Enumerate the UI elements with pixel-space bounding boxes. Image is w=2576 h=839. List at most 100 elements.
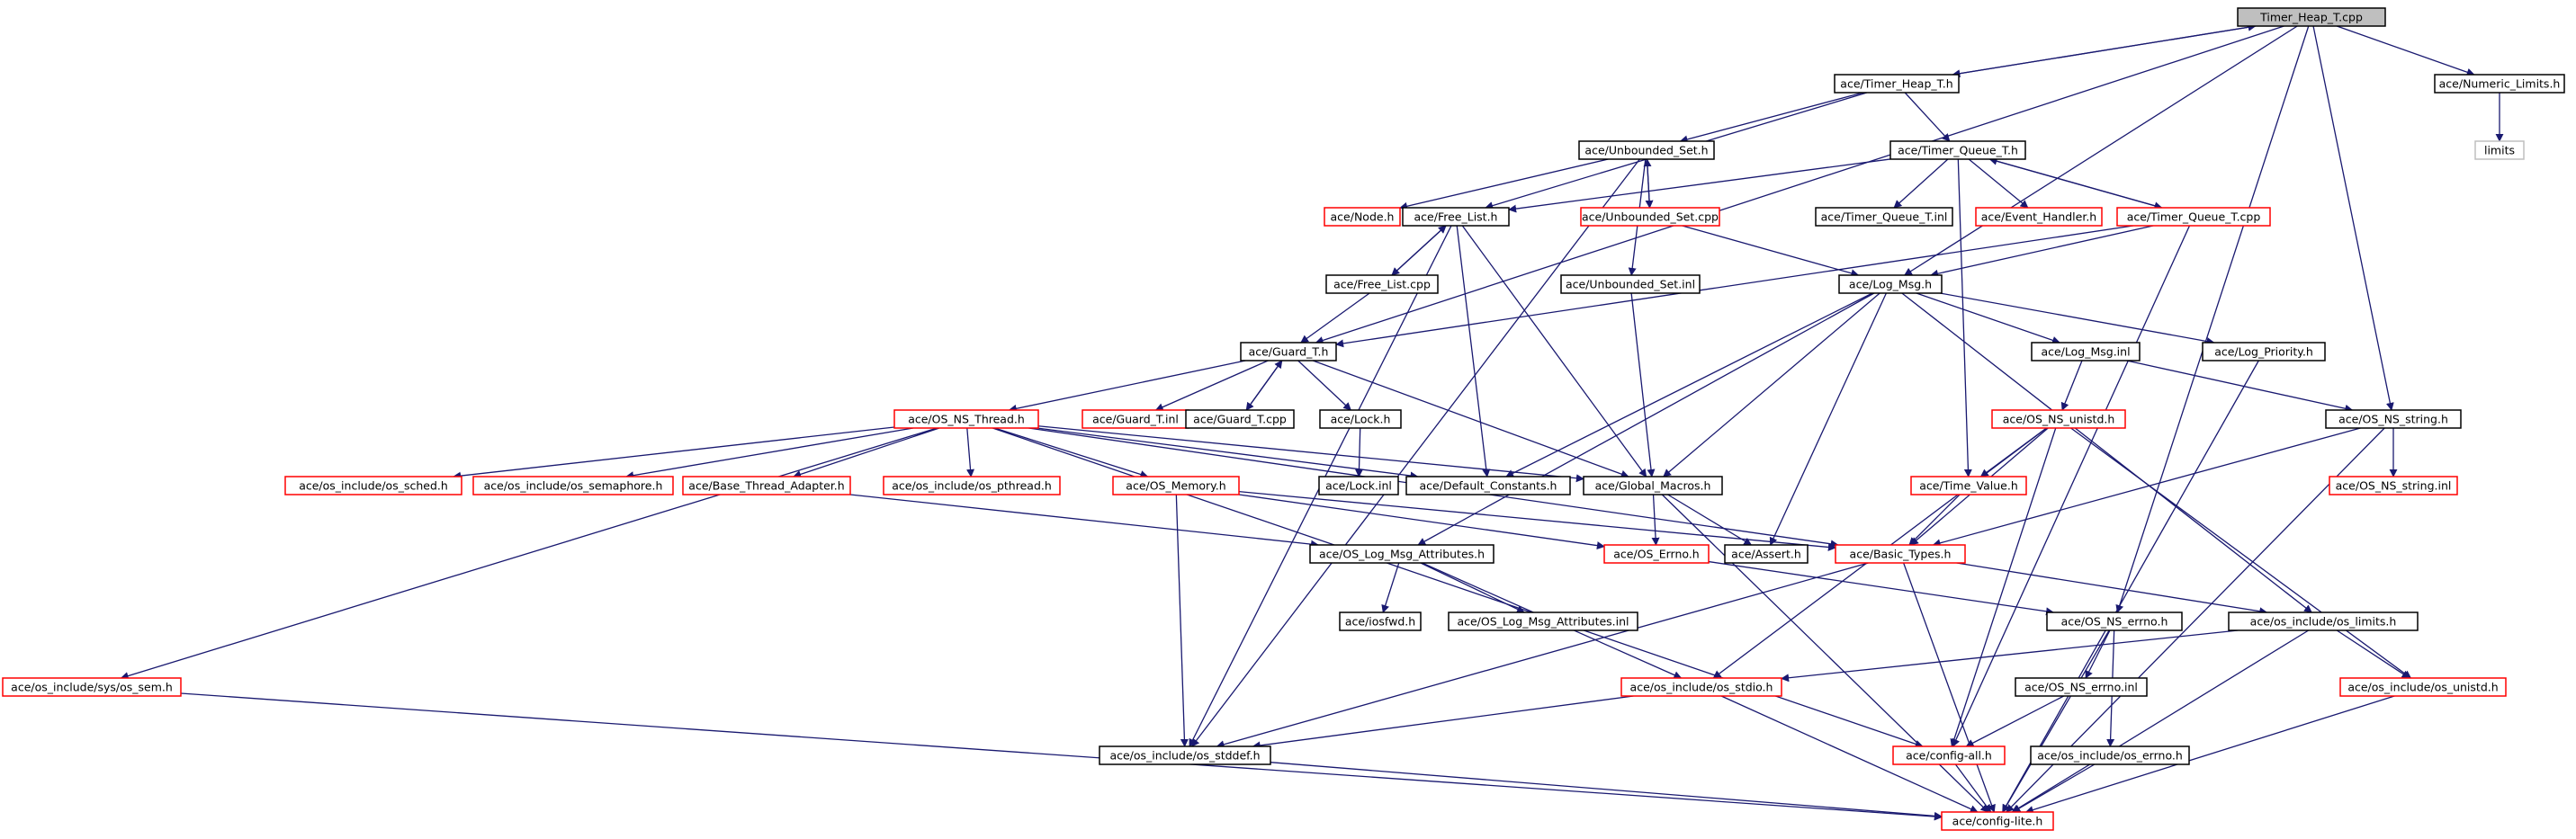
node-box bbox=[472, 476, 674, 495]
edge-logmsg-to-logprio bbox=[1940, 292, 2215, 345]
node-ace-os-include-os-stdio-h[interactable]: ace/os_include/os_stdio.h bbox=[1620, 677, 1782, 697]
node-box bbox=[883, 476, 1061, 495]
node-ace-log-priority-h[interactable]: ace/Log_Priority.h bbox=[2202, 342, 2326, 361]
node-label: ace/Default_Constants.h bbox=[1420, 479, 1557, 493]
node-ace-iosfwd-h[interactable]: ace/iosfwd.h bbox=[1339, 611, 1422, 631]
node-ace-basic-types-h[interactable]: ace/Basic_Types.h bbox=[1835, 544, 1966, 564]
node-ace-assert-h[interactable]: ace/Assert.h bbox=[1724, 544, 1809, 564]
node-box bbox=[1975, 207, 2103, 227]
edge-tqh-to-tqinl bbox=[1893, 158, 1949, 209]
node-box bbox=[284, 476, 462, 495]
node-ace-os-include-os-errno-h[interactable]: ace/os_include/os_errno.h bbox=[2030, 745, 2190, 765]
node-ace-config-all-h[interactable]: ace/config-all.h bbox=[1892, 745, 2006, 765]
node-ace-unbounded-set-h[interactable]: ace/Unbounded_Set.h bbox=[1578, 140, 1715, 160]
node-label: ace/os_include/os_sched.h bbox=[299, 479, 448, 493]
node-ace-node-h[interactable]: ace/Node.h bbox=[1324, 207, 1401, 227]
node-ace-os-memory-h[interactable]: ace/OS_Memory.h bbox=[1112, 476, 1240, 495]
node-box bbox=[682, 476, 851, 495]
node-ace-os-include-os-sched-h[interactable]: ace/os_include/os_sched.h bbox=[284, 476, 462, 495]
node-ace-time-value-h[interactable]: ace/Time_Value.h bbox=[1910, 476, 2027, 495]
edge-unbset-to-stddef bbox=[1191, 158, 1640, 747]
node-ace-lock-inl[interactable]: ace/Lock.inl bbox=[1318, 476, 1399, 495]
edge-stdio-to-stddef bbox=[1252, 695, 1634, 750]
node-ace-guard-t-h[interactable]: ace/Guard_T.h bbox=[1240, 342, 1337, 361]
edge-logmsg-to-logattr bbox=[1417, 292, 1875, 546]
edge-nserrno-to-nserrnoinl bbox=[2085, 629, 2111, 679]
node-ace-os-ns-unistd-h[interactable]: ace/OS_NS_unistd.h bbox=[1991, 409, 2126, 429]
node-box bbox=[1815, 207, 1953, 227]
edge-tqcpp-to-configall bbox=[1952, 225, 2191, 747]
node-ace-guard-t-cpp[interactable]: ace/Guard_T.cpp bbox=[1185, 409, 1295, 429]
node-label: ace/Unbounded_Set.cpp bbox=[1582, 210, 1719, 224]
node-ace-os-ns-errno-inl[interactable]: ace/OS_NS_errno.inl bbox=[2015, 677, 2148, 697]
node-box bbox=[2474, 140, 2525, 160]
node-box bbox=[2325, 409, 2462, 429]
node-label: ace/Global_Macros.h bbox=[1595, 479, 1711, 493]
node-box bbox=[1838, 274, 1943, 294]
node-ace-numeric-limits-h[interactable]: ace/Numeric_Limits.h bbox=[2434, 74, 2565, 94]
edge-logmsg-to-globmac bbox=[1663, 292, 1880, 478]
node-ace-base-thread-adapter-h[interactable]: ace/Base_Thread_Adapter.h bbox=[682, 476, 851, 495]
edge-logmsginl-to-osstring bbox=[2126, 360, 2354, 413]
edge-logmsginl-to-unistd bbox=[2060, 360, 2083, 411]
edge-osthread-to-sema bbox=[625, 427, 914, 480]
node-label: ace/Numeric_Limits.h bbox=[2439, 77, 2561, 91]
node-ace-event-handler-h[interactable]: ace/Event_Handler.h bbox=[1975, 207, 2103, 227]
node-ace-free-list-cpp[interactable]: ace/Free_List.cpp bbox=[1325, 274, 1439, 294]
node-ace-os-include-os-pthread-h[interactable]: ace/os_include/os_pthread.h bbox=[883, 476, 1061, 495]
node-ace-log-msg-inl[interactable]: ace/Log_Msg.inl bbox=[2031, 342, 2141, 361]
edge-tqcpp-to-tqh bbox=[1988, 156, 2162, 209]
node-label: Timer_Heap_T.cpp bbox=[2259, 11, 2363, 24]
node-label: ace/Unbounded_Set.h bbox=[1584, 144, 1708, 157]
node-box bbox=[1309, 544, 1494, 564]
node-ace-timer-queue-t-h[interactable]: ace/Timer_Queue_T.h bbox=[1889, 140, 2026, 160]
edge-guard-to-guardinl bbox=[1154, 360, 1269, 411]
node-ace-timer-queue-t-cpp[interactable]: ace/Timer_Queue_T.cpp bbox=[2116, 207, 2271, 227]
node-ace-guard-t-inl[interactable]: ace/Guard_T.inl bbox=[1082, 409, 1189, 429]
node-ace-os-log-msg-attributes-inl[interactable]: ace/OS_Log_Msg_Attributes.inl bbox=[1448, 611, 1638, 631]
edge-logmsg-to-logmsginl bbox=[1916, 292, 2060, 344]
node-ace-lock-h[interactable]: ace/Lock.h bbox=[1319, 409, 1402, 429]
node-label: ace/Unbounded_Set.inl bbox=[1566, 278, 1695, 291]
node-ace-os-ns-string-h[interactable]: ace/OS_NS_string.h bbox=[2325, 409, 2462, 429]
node-ace-os-include-os-stddef-h[interactable]: ace/os_include/os_stddef.h bbox=[1099, 745, 1271, 765]
node-ace-os-include-sys-os-sem-h[interactable]: ace/os_include/sys/os_sem.h bbox=[2, 677, 182, 697]
node-ace-os-include-os-semaphore-h[interactable]: ace/os_include/os_semaphore.h bbox=[472, 476, 674, 495]
node-ace-unbounded-set-inl[interactable]: ace/Unbounded_Set.inl bbox=[1560, 274, 1701, 294]
node-ace-timer-heap-t-h[interactable]: ace/Timer_Heap_T.h bbox=[1834, 74, 1960, 94]
node-limits[interactable]: limits bbox=[2474, 140, 2525, 160]
node-box bbox=[2202, 342, 2326, 361]
edge-root-to-nserrno bbox=[2115, 25, 2310, 613]
node-ace-config-lite-h[interactable]: ace/config-lite.h bbox=[1941, 811, 2054, 831]
node-box bbox=[2015, 677, 2148, 697]
node-ace-os-log-msg-attributes-h[interactable]: ace/OS_Log_Msg_Attributes.h bbox=[1309, 544, 1494, 564]
node-box bbox=[1941, 811, 2054, 831]
node-timer-heap-t-cpp: Timer_Heap_T.cpp bbox=[2237, 7, 2386, 27]
node-label: ace/OS_NS_Thread.h bbox=[908, 413, 1025, 426]
edge-freelist-to-globmac bbox=[1461, 225, 1647, 478]
node-ace-unbounded-set-cpp[interactable]: ace/Unbounded_Set.cpp bbox=[1580, 207, 1720, 227]
node-label: ace/Timer_Queue_T.h bbox=[1898, 144, 2018, 157]
node-ace-os-include-os-limits-h[interactable]: ace/os_include/os_limits.h bbox=[2228, 611, 2419, 631]
node-ace-free-list-h[interactable]: ace/Free_List.h bbox=[1402, 207, 1510, 227]
node-ace-os-include-os-unistd-h[interactable]: ace/os_include/os_unistd.h bbox=[2339, 677, 2507, 697]
node-ace-log-msg-h[interactable]: ace/Log_Msg.h bbox=[1838, 274, 1943, 294]
node-ace-os-ns-string-inl[interactable]: ace/OS_NS_string.inl bbox=[2329, 476, 2458, 495]
edge-osthread-to-pthread bbox=[966, 427, 975, 478]
node-label: ace/Free_List.cpp bbox=[1333, 278, 1431, 291]
node-ace-os-ns-errno-h[interactable]: ace/OS_NS_errno.h bbox=[2046, 611, 2183, 631]
node-label: ace/iosfwd.h bbox=[1345, 615, 1415, 629]
node-box bbox=[1578, 140, 1715, 160]
node-label: ace/OS_NS_string.h bbox=[2338, 413, 2448, 426]
node-box bbox=[2339, 677, 2507, 697]
node-label: ace/Timer_Queue_T.cpp bbox=[2127, 210, 2261, 224]
node-ace-os-errno-h[interactable]: ace/OS_Errno.h bbox=[1603, 544, 1710, 564]
node-ace-default-constants-h[interactable]: ace/Default_Constants.h bbox=[1405, 476, 1571, 495]
node-ace-global-macros-h[interactable]: ace/Global_Macros.h bbox=[1583, 476, 1723, 495]
node-label: ace/OS_NS_string.inl bbox=[2336, 479, 2452, 493]
node-ace-os-ns-thread-h[interactable]: ace/OS_NS_Thread.h bbox=[893, 409, 1039, 429]
node-ace-timer-queue-t-inl[interactable]: ace/Timer_Queue_T.inl bbox=[1815, 207, 1953, 227]
node-label: limits bbox=[2484, 144, 2515, 157]
edge-root-to-osstring bbox=[2312, 25, 2394, 411]
node-box bbox=[2046, 611, 2183, 631]
